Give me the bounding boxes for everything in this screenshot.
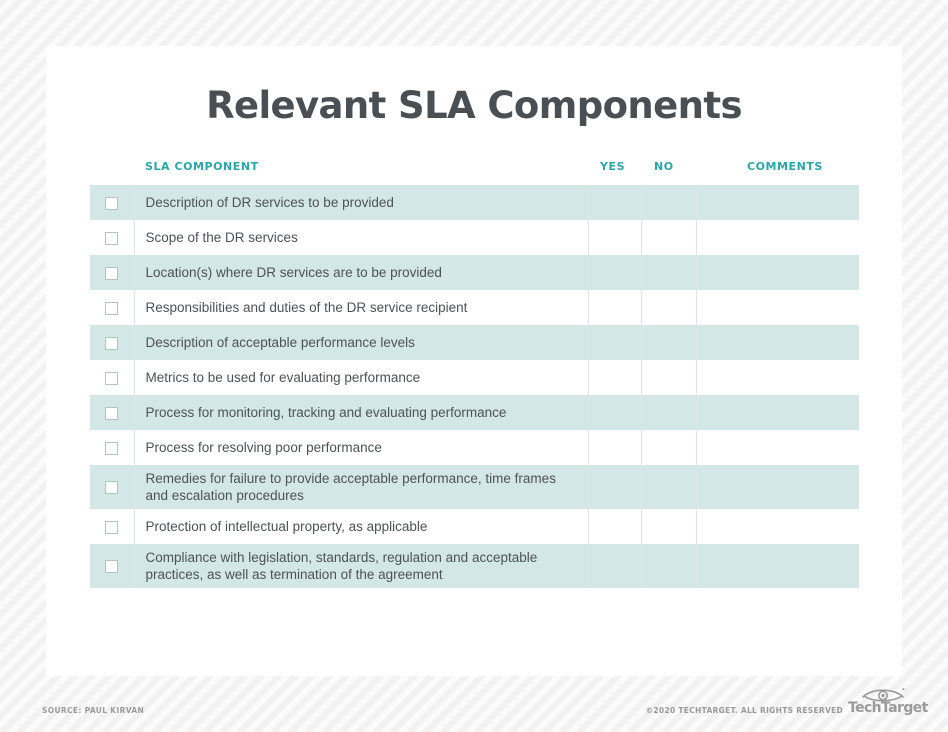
table-row: Scope of the DR services [90, 220, 859, 255]
row-component-label: Responsibilities and duties of the DR se… [133, 290, 589, 325]
table-header: SLA COMPONENT YES NO COMMENTS [90, 160, 859, 185]
row-component-label: Description of acceptable performance le… [133, 325, 589, 360]
row-yes-cell[interactable] [588, 395, 642, 430]
table-header-row: SLA COMPONENT YES NO COMMENTS [90, 160, 859, 185]
table-row: Location(s) where DR services are to be … [90, 255, 859, 290]
row-no-cell[interactable] [641, 255, 697, 290]
checkbox-icon[interactable] [105, 371, 119, 385]
row-checkbox-cell[interactable] [90, 360, 134, 395]
checkbox-icon[interactable] [105, 266, 119, 280]
row-checkbox-cell[interactable] [90, 220, 134, 255]
checkbox-icon[interactable] [105, 441, 119, 455]
row-yes-cell[interactable] [588, 430, 642, 465]
row-checkbox-cell[interactable] [90, 290, 134, 325]
row-yes-cell[interactable] [588, 255, 642, 290]
row-checkbox-cell[interactable] [90, 430, 134, 465]
row-component-label: Process for resolving poor performance [133, 430, 589, 465]
row-comments-cell[interactable] [696, 509, 859, 544]
row-comments-cell[interactable] [696, 430, 859, 465]
row-yes-cell[interactable] [588, 220, 642, 255]
row-checkbox-cell[interactable] [90, 185, 134, 220]
brand-wordmark: TechTarget [848, 700, 928, 716]
table-row: Description of DR services to be provide… [90, 185, 859, 220]
row-checkbox-cell[interactable] [90, 255, 134, 290]
row-component-label: Process for monitoring, tracking and eva… [133, 395, 589, 430]
row-comments-cell[interactable] [696, 325, 859, 360]
row-yes-cell[interactable] [588, 509, 642, 544]
source-credit: SOURCE: PAUL KIRVAN [42, 706, 145, 715]
row-component-label: Protection of intellectual property, as … [133, 509, 589, 544]
row-no-cell[interactable] [641, 360, 697, 395]
row-component-label: Compliance with legislation, standards, … [133, 544, 589, 588]
row-comments-cell[interactable] [696, 290, 859, 325]
row-no-cell[interactable] [641, 395, 697, 430]
row-checkbox-cell[interactable] [90, 395, 134, 430]
row-comments-cell[interactable] [696, 255, 859, 290]
table-row: Description of acceptable performance le… [90, 325, 859, 360]
row-comments-cell[interactable] [696, 220, 859, 255]
table-row: Process for resolving poor performance [90, 430, 859, 465]
row-component-label: Scope of the DR services [133, 220, 589, 255]
table-body: Description of DR services to be provide… [90, 185, 859, 588]
checkbox-icon[interactable] [105, 301, 119, 315]
row-no-cell[interactable] [641, 290, 697, 325]
sla-checklist-table: SLA COMPONENT YES NO COMMENTS Descriptio… [90, 160, 859, 588]
column-header-yes: YES [600, 160, 626, 173]
table-row: Remedies for failure to provide acceptab… [90, 465, 859, 509]
checkbox-icon[interactable] [105, 481, 119, 495]
row-checkbox-cell[interactable] [90, 325, 134, 360]
row-comments-cell[interactable] [696, 544, 859, 588]
row-component-label: Metrics to be used for evaluating perfor… [133, 360, 589, 395]
row-checkbox-cell[interactable] [90, 544, 134, 588]
checkbox-icon[interactable] [105, 560, 119, 574]
row-no-cell[interactable] [641, 185, 697, 220]
table-row: Process for monitoring, tracking and eva… [90, 395, 859, 430]
row-comments-cell[interactable] [696, 185, 859, 220]
row-yes-cell[interactable] [588, 290, 642, 325]
checkbox-icon[interactable] [105, 406, 119, 420]
column-header-comments: COMMENTS [747, 160, 823, 173]
table-row: Protection of intellectual property, as … [90, 509, 859, 544]
row-no-cell[interactable] [641, 509, 697, 544]
row-yes-cell[interactable] [588, 325, 642, 360]
row-checkbox-cell[interactable] [90, 465, 134, 509]
checkbox-icon[interactable] [105, 196, 119, 210]
row-yes-cell[interactable] [588, 360, 642, 395]
row-comments-cell[interactable] [696, 465, 859, 509]
copyright-notice: ©2020 TECHTARGET. ALL RIGHTS RESERVED [645, 706, 843, 715]
checkbox-icon[interactable] [105, 231, 119, 245]
row-yes-cell[interactable] [588, 544, 642, 588]
table-row: Metrics to be used for evaluating perfor… [90, 360, 859, 395]
footer: SOURCE: PAUL KIRVAN ©2020 TECHTARGET. AL… [0, 688, 948, 732]
checkbox-icon[interactable] [105, 520, 119, 534]
content-card: Relevant SLA Components SLA COMPONENT YE… [46, 46, 902, 676]
row-no-cell[interactable] [641, 220, 697, 255]
checklist-table-container: SLA COMPONENT YES NO COMMENTS Descriptio… [90, 160, 859, 588]
row-no-cell[interactable] [641, 430, 697, 465]
page-title: Relevant SLA Components [206, 84, 742, 127]
row-component-label: Description of DR services to be provide… [133, 185, 589, 220]
row-yes-cell[interactable] [588, 185, 642, 220]
table-row: Responsibilities and duties of the DR se… [90, 290, 859, 325]
row-comments-cell[interactable] [696, 395, 859, 430]
row-no-cell[interactable] [641, 465, 697, 509]
row-yes-cell[interactable] [588, 465, 642, 509]
row-checkbox-cell[interactable] [90, 509, 134, 544]
row-no-cell[interactable] [641, 325, 697, 360]
column-header-checkbox [90, 160, 134, 185]
column-header-component: SLA COMPONENT [145, 160, 259, 173]
row-component-label: Remedies for failure to provide acceptab… [133, 465, 589, 509]
row-component-label: Location(s) where DR services are to be … [133, 255, 589, 290]
eye-icon [861, 686, 907, 702]
row-no-cell[interactable] [641, 544, 697, 588]
row-comments-cell[interactable] [696, 360, 859, 395]
checkbox-icon[interactable] [105, 336, 119, 350]
techtarget-logo: TechTarget [848, 686, 928, 724]
table-row: Compliance with legislation, standards, … [90, 544, 859, 588]
column-header-no: NO [654, 160, 674, 173]
